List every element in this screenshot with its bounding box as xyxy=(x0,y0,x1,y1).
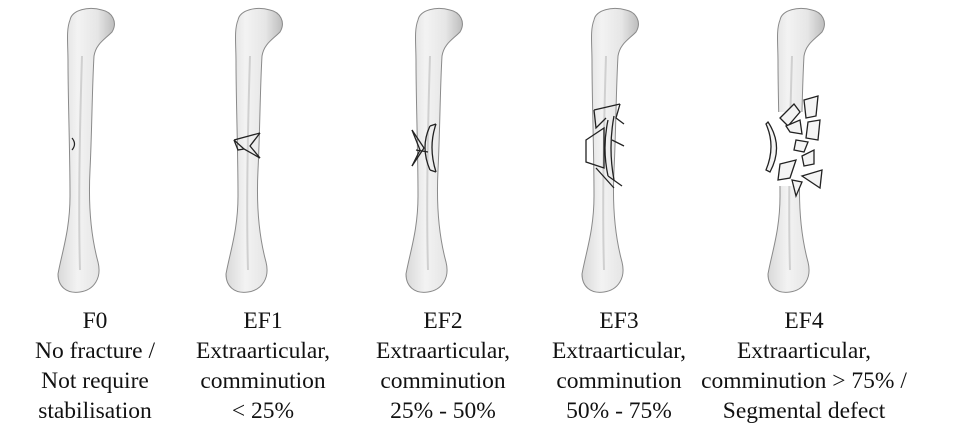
caption-f0: F0 No fracture / Not require stabilisati… xyxy=(0,306,190,426)
description-line: Not require xyxy=(0,366,190,396)
description-line: stabilisation xyxy=(0,396,190,426)
panel-ef4: EF4 Extraarticular, comminution > 75% / … xyxy=(710,0,900,436)
panel-ef2: EF2 Extraarticular, comminution 25% - 50… xyxy=(348,0,538,436)
bone-illustration-ef4 xyxy=(710,0,950,300)
caption-ef2: EF2 Extraarticular, comminution 25% - 50… xyxy=(348,306,538,426)
bone-illustration-ef1 xyxy=(168,0,358,300)
grade-label: F0 xyxy=(0,306,190,336)
caption-ef4: EF4 Extraarticular, comminution > 75% / … xyxy=(674,306,934,426)
grade-label: EF1 xyxy=(168,306,358,336)
description-line: comminution xyxy=(168,366,358,396)
description-line: comminution xyxy=(348,366,538,396)
caption-ef1: EF1 Extraarticular, comminution < 25% xyxy=(168,306,358,426)
panel-f0: F0 No fracture / Not require stabilisati… xyxy=(0,0,190,436)
bone-illustration-f0 xyxy=(0,0,190,300)
description-line: comminution > 75% / xyxy=(674,366,934,396)
grade-label: EF4 xyxy=(674,306,934,336)
description-line: 25% - 50% xyxy=(348,396,538,426)
description-line: No fracture / xyxy=(0,336,190,366)
description-line: Extraarticular, xyxy=(168,336,358,366)
description-line: Extraarticular, xyxy=(674,336,934,366)
panel-ef1: EF1 Extraarticular, comminution < 25% xyxy=(168,0,358,436)
bone-illustration-ef2 xyxy=(348,0,538,300)
grade-label: EF2 xyxy=(348,306,538,336)
description-line: < 25% xyxy=(168,396,358,426)
description-line: Segmental defect xyxy=(674,396,934,426)
bone-illustration-ef3 xyxy=(524,0,714,300)
description-line: Extraarticular, xyxy=(348,336,538,366)
